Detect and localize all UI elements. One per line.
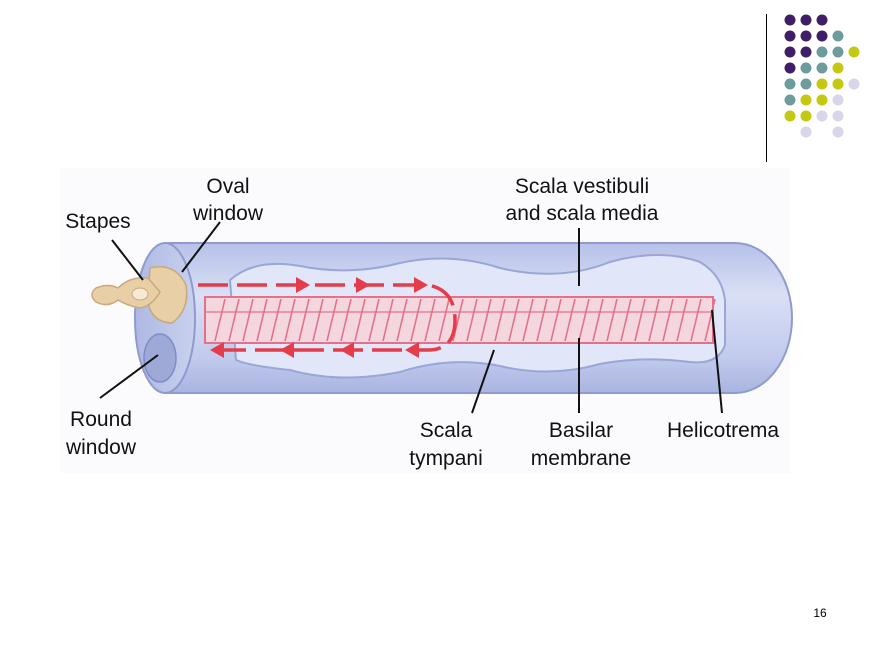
decorative-dot xyxy=(800,14,812,26)
membrane-fiber xyxy=(368,298,380,342)
membrane-fiber xyxy=(228,298,240,342)
label-scala-tympani-line2: tympani xyxy=(409,447,483,470)
label-scala-vestibuli-line2: and scala media xyxy=(506,202,659,225)
decorative-dot xyxy=(784,46,796,58)
membrane-fiber xyxy=(438,298,450,342)
label-basilar-membrane-line1: Basilar xyxy=(549,419,613,442)
decorative-dot xyxy=(816,110,828,122)
decorative-dot xyxy=(784,94,796,106)
membrane-fiber xyxy=(690,298,702,342)
label-scala-tympani-line1: Scala xyxy=(420,419,473,442)
membrane-fiber xyxy=(340,298,352,342)
membrane-fiber xyxy=(592,298,604,342)
membrane-fiber xyxy=(578,298,590,342)
flow-arrows xyxy=(198,283,457,352)
decorative-dot-grid xyxy=(784,14,860,138)
membrane-fiber xyxy=(242,298,254,342)
membrane-fiber xyxy=(424,298,436,342)
stapes-bone xyxy=(91,266,188,324)
decorative-dot xyxy=(848,78,860,90)
membrane-fiber xyxy=(284,298,296,342)
decorative-dot xyxy=(832,126,844,138)
membrane-fiber xyxy=(270,298,282,342)
membrane-fiber xyxy=(466,298,478,342)
membrane-fiber xyxy=(326,298,338,342)
decorative-dot xyxy=(784,110,796,122)
label-scala-vestibuli-line1: Scala vestibuli xyxy=(515,175,649,198)
decorative-dot xyxy=(832,110,844,122)
membrane-fiber xyxy=(382,298,394,342)
decorative-dot xyxy=(800,126,812,138)
decorative-dot xyxy=(784,14,796,26)
membrane-fiber xyxy=(410,298,422,342)
decorative-dot xyxy=(816,30,828,42)
arrowhead-left xyxy=(405,342,419,358)
membrane-fiber xyxy=(704,298,716,342)
decorative-dot xyxy=(800,30,812,42)
round-window xyxy=(143,333,177,383)
membrane-fiber xyxy=(354,298,366,342)
decorative-dot xyxy=(800,110,812,122)
decorative-dot xyxy=(816,78,828,90)
arrowhead-left xyxy=(280,342,294,358)
membrane-fibers xyxy=(205,298,716,342)
membrane-fiber xyxy=(298,298,310,342)
decorative-dot xyxy=(832,46,844,58)
label-stapes: Stapes xyxy=(65,210,130,233)
membrane-fiber xyxy=(214,298,226,342)
decorative-dot xyxy=(784,30,796,42)
membrane-fiber xyxy=(648,298,660,342)
membrane-fiber xyxy=(522,298,534,342)
label-helicotrema: Helicotrema xyxy=(667,419,779,442)
decorative-dot xyxy=(832,94,844,106)
membrane-fiber xyxy=(494,298,506,342)
flow-arrowheads xyxy=(210,277,428,358)
membrane-fiber xyxy=(508,298,520,342)
decorative-dot xyxy=(784,62,796,74)
arrowhead-right xyxy=(356,277,370,293)
label-oval-window-line2: window xyxy=(192,202,264,225)
membrane-fiber xyxy=(662,298,674,342)
membrane-fiber xyxy=(536,298,548,342)
leader-lines xyxy=(99,221,723,414)
label-basilar-membrane-line2: membrane xyxy=(531,447,631,470)
decorative-dot xyxy=(832,30,844,42)
membrane-fiber xyxy=(564,298,576,342)
decorative-dot xyxy=(800,62,812,74)
arrowhead-left xyxy=(340,342,354,358)
decorative-dot xyxy=(816,62,828,74)
membrane-fiber xyxy=(550,298,562,342)
decorative-dot xyxy=(800,94,812,106)
decorative-dot xyxy=(816,14,828,26)
decorative-dot xyxy=(784,78,796,90)
membrane-fiber xyxy=(480,298,492,342)
decorative-dot xyxy=(816,46,828,58)
arrowhead-right xyxy=(414,277,428,293)
decorative-dot xyxy=(800,78,812,90)
cochlea-diagram: Stapes Oval window Round window Scala ve… xyxy=(64,175,793,470)
membrane-fiber xyxy=(634,298,646,342)
membrane-fiber xyxy=(606,298,618,342)
label-round-window-line1: Round xyxy=(70,408,132,431)
decorative-dot xyxy=(800,46,812,58)
arrowhead-right xyxy=(296,277,310,293)
membrane-fiber xyxy=(676,298,688,342)
arrowhead-left xyxy=(210,342,224,358)
membrane-fiber xyxy=(312,298,324,342)
membrane-fiber xyxy=(396,298,408,342)
label-oval-window-line1: Oval xyxy=(206,175,249,198)
page-number: 16 xyxy=(813,606,827,620)
decorative-dot xyxy=(832,62,844,74)
decorative-dot xyxy=(832,78,844,90)
membrane-fiber xyxy=(620,298,632,342)
decorative-dot xyxy=(816,94,828,106)
label-round-window-line2: window xyxy=(65,436,137,459)
decorative-dot xyxy=(848,46,860,58)
decorative-vertical-line xyxy=(766,14,767,162)
membrane-fiber xyxy=(256,298,268,342)
